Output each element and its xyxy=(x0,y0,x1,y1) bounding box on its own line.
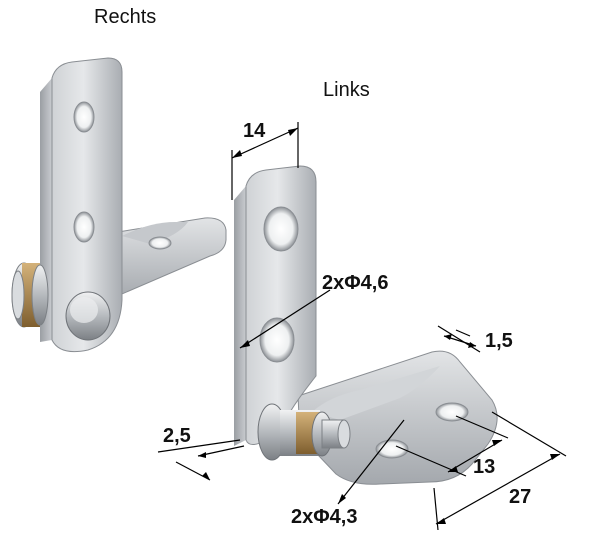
left-pin xyxy=(257,403,351,461)
dimension-lines xyxy=(157,122,567,531)
dimension-thickness-label: 1,5 xyxy=(485,330,513,352)
dimension-width-label: 14 xyxy=(243,120,266,142)
right-arm-hole xyxy=(148,236,172,250)
right-pin xyxy=(11,262,49,328)
label-links: Links xyxy=(323,79,370,101)
left-arm-hole-back xyxy=(435,402,469,422)
dimension-length-label: 27 xyxy=(509,486,532,508)
right-plate-hole-bottom xyxy=(73,211,95,243)
right-plate xyxy=(51,57,123,353)
dimension-hole-spacing-label: 13 xyxy=(473,456,496,478)
label-rechts: Rechts xyxy=(94,6,157,28)
left-plate xyxy=(245,165,317,445)
dimension-hole-top-label: 2xΦ4,6 xyxy=(322,272,389,294)
dimension-hole-bottom-label: 2xΦ4,3 xyxy=(291,506,358,528)
left-plate-hole-top xyxy=(263,206,299,252)
dimension-offset-label: 2,5 xyxy=(163,425,191,447)
left-hinge xyxy=(234,165,498,485)
dimension-arrows xyxy=(198,128,560,524)
right-hinge xyxy=(11,57,227,353)
right-plate-hole-top xyxy=(73,101,95,133)
